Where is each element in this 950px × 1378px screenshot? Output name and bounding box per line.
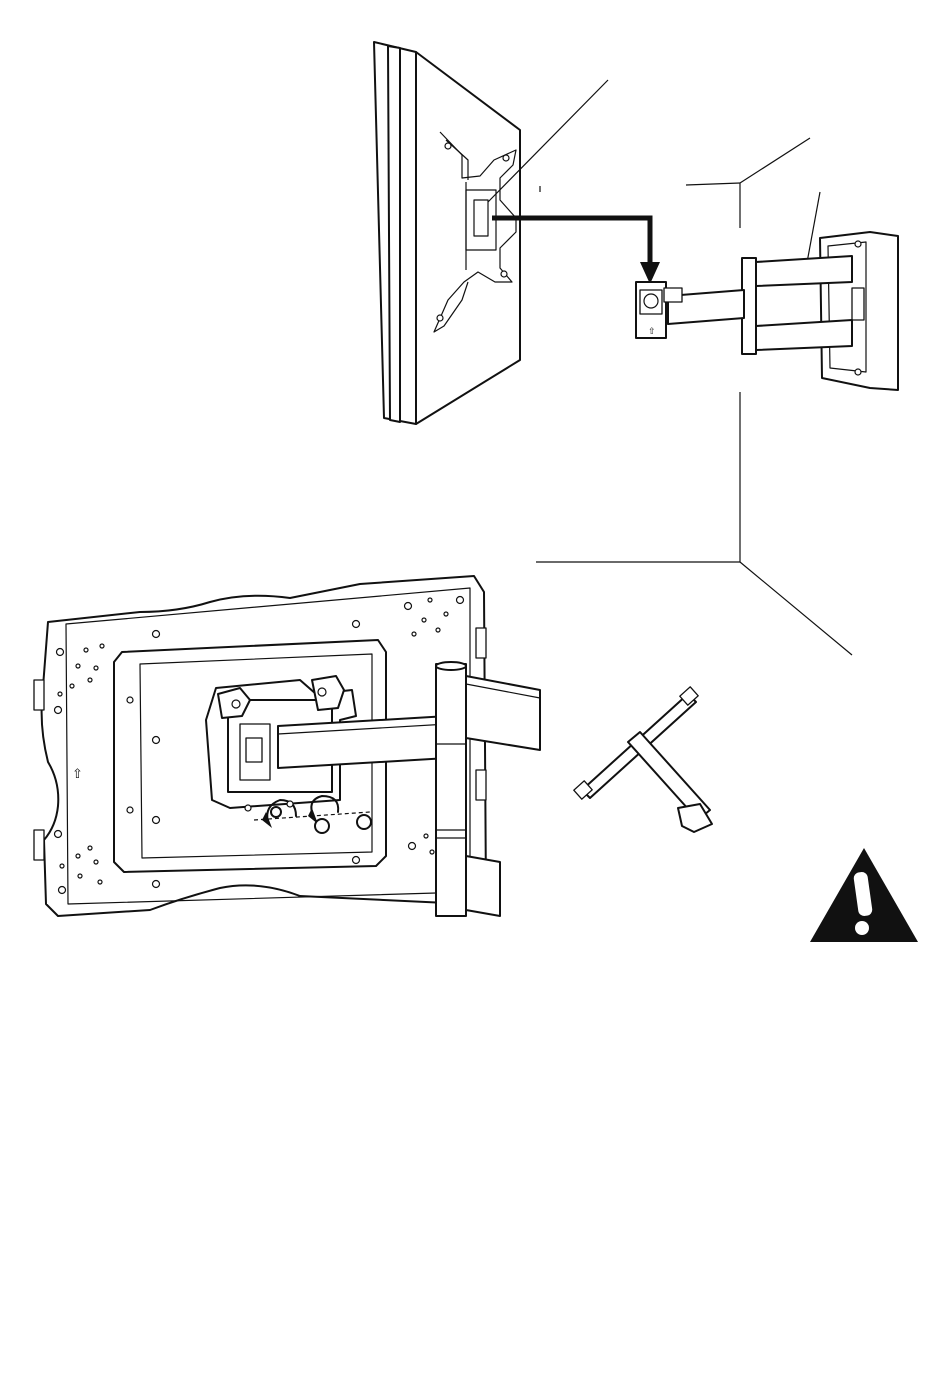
svg-text:⇧: ⇧ bbox=[72, 766, 83, 781]
warning-icon bbox=[810, 848, 918, 942]
hex-key-wrench-icon bbox=[574, 687, 712, 832]
wall-mount-arm-small: ⇧ bbox=[636, 192, 898, 390]
svg-text:⇧: ⇧ bbox=[648, 326, 656, 336]
tv-panel-illustration bbox=[374, 42, 608, 424]
